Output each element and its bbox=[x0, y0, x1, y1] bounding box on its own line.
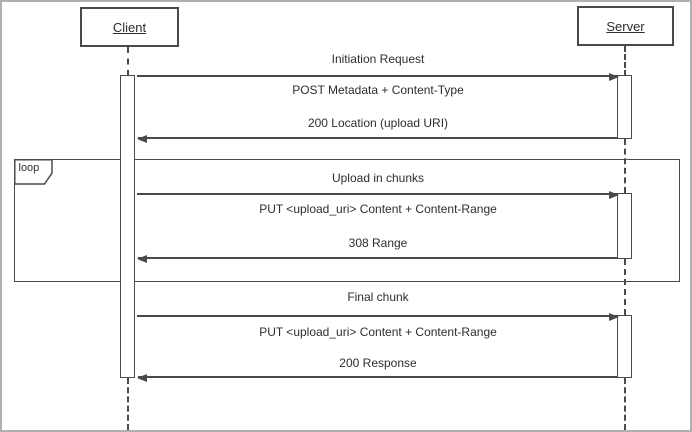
loop-operator-label: loop bbox=[18, 161, 40, 174]
server-activation-bar-2 bbox=[617, 193, 632, 259]
server-activation-bar-1 bbox=[617, 75, 632, 139]
client-activation-bar bbox=[120, 75, 135, 378]
server-lifeline-segment bbox=[624, 46, 626, 76]
arrowhead-right-icon bbox=[609, 73, 619, 81]
loop-fragment: loop bbox=[13, 158, 680, 282]
client-lifeline-segment bbox=[127, 378, 129, 430]
request-label-2: PUT <upload_uri> Content + Content-Range bbox=[259, 202, 497, 216]
response-label-2: 308 Range bbox=[348, 236, 408, 250]
section-title-final-chunk: Final chunk bbox=[347, 290, 409, 304]
arrowhead-left-icon bbox=[137, 374, 147, 382]
section-title-upload-chunks: Upload in chunks bbox=[331, 171, 425, 185]
actor-box-server: Server bbox=[577, 6, 674, 46]
request-message-line-2 bbox=[137, 191, 619, 199]
server-lifeline-segment bbox=[624, 139, 626, 193]
response-message-line-3 bbox=[137, 374, 618, 382]
response-message-line-1 bbox=[137, 135, 618, 143]
arrowhead-left-icon bbox=[137, 255, 147, 263]
request-label-3: PUT <upload_uri> Content + Content-Range bbox=[259, 325, 497, 339]
actor-box-client: Client bbox=[80, 7, 179, 47]
response-label-3: 200 Response bbox=[339, 356, 417, 370]
arrowhead-right-icon bbox=[609, 313, 619, 321]
server-lifeline-segment bbox=[624, 378, 626, 430]
response-message-line-2 bbox=[137, 255, 618, 263]
arrowhead-left-icon bbox=[137, 135, 147, 143]
actor-label-server: Server bbox=[606, 18, 645, 34]
actor-label-client: Client bbox=[112, 19, 147, 35]
loop-operator-pentagon: loop bbox=[13, 158, 54, 185]
arrowhead-right-icon bbox=[609, 191, 619, 199]
loop-pentagon-icon bbox=[13, 158, 53, 185]
request-message-line-3 bbox=[137, 313, 619, 321]
client-lifeline-segment bbox=[127, 47, 129, 76]
server-activation-bar-3 bbox=[617, 315, 632, 378]
request-message-line-1 bbox=[137, 73, 619, 81]
section-title-initiation: Initiation Request bbox=[331, 52, 425, 66]
server-lifeline-segment bbox=[624, 259, 626, 315]
response-label-1: 200 Location (upload URI) bbox=[307, 116, 449, 130]
request-label-1: POST Metadata + Content-Type bbox=[292, 83, 464, 97]
